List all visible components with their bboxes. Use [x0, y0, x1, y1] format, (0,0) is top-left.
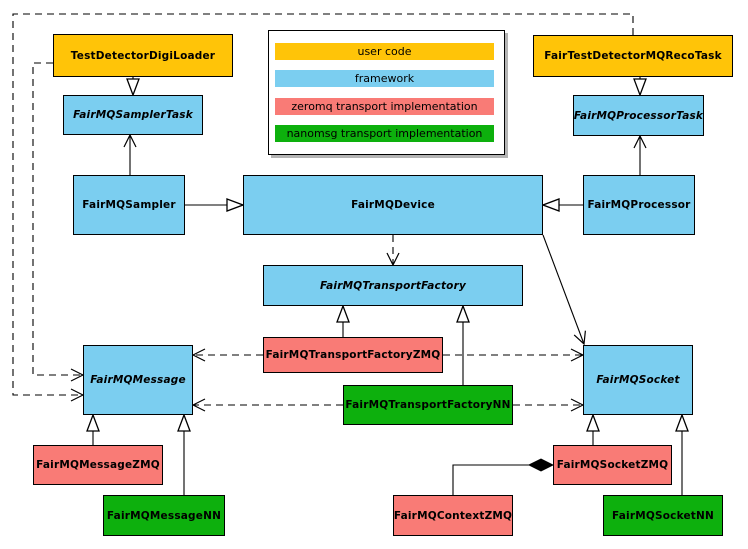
node-label: FairMQTransportFactory — [319, 279, 467, 292]
legend-item-label: nanomsg transport implementation — [286, 126, 483, 140]
legend-item-framework: framework — [275, 70, 494, 88]
node-label: FairMQSampler — [82, 199, 176, 211]
node-fairmq-socket-zmq: FairMQSocketZMQ — [553, 445, 672, 485]
node-fairmq-sampler: FairMQSampler — [73, 175, 185, 235]
node-fairmq-transport-factory-nn: FairMQTransportFactoryNN — [343, 385, 513, 425]
node-fairmq-processor-task: FairMQProcessorTask — [573, 95, 704, 136]
node-label: FairMQSocketZMQ — [556, 459, 669, 471]
node-label: FairMQMessageNN — [106, 509, 222, 522]
node-label: FairMQDevice — [351, 199, 435, 211]
node-label: FairMQProcessor — [587, 199, 691, 211]
node-label: FairMQSamplerTask — [73, 109, 193, 121]
node-fair-test-detector-mq-reco-task: FairTestDetectorMQRecoTask — [533, 35, 733, 77]
node-fairmq-message: FairMQMessage — [83, 345, 193, 415]
node-label: FairMQTransportFactoryNN — [345, 399, 511, 411]
node-label: FairMQProcessorTask — [573, 109, 704, 122]
legend-item-label: zeromq transport implementation — [291, 99, 478, 113]
node-label: FairMQContextZMQ — [393, 509, 513, 522]
node-label: FairMQMessageZMQ — [36, 459, 160, 471]
legend-item-label: framework — [354, 72, 415, 86]
node-label: FairMQSocket — [596, 374, 680, 386]
legend-item-user: user code — [275, 43, 494, 61]
node-fairmq-transport-factory-zmq: FairMQTransportFactoryZMQ — [263, 337, 443, 373]
node-fairmq-sampler-task: FairMQSamplerTask — [63, 95, 203, 135]
node-fairmq-message-zmq: FairMQMessageZMQ — [33, 445, 163, 485]
node-label: FairMQTransportFactoryZMQ — [265, 349, 441, 361]
node-fairmq-socket: FairMQSocket — [583, 345, 693, 415]
legend-item-label: user code — [357, 45, 412, 59]
legend-item-zeromq: zeromq transport implementation — [275, 97, 494, 115]
node-fairmq-transport-factory: FairMQTransportFactory — [263, 265, 523, 306]
node-fairmq-device: FairMQDevice — [243, 175, 543, 235]
edge-composition-FairMQContextZMQ-to-FairMQSocketZMQ — [452, 465, 553, 495]
node-label: TestDetectorDigiLoader — [70, 49, 216, 62]
node-fairmq-socket-nn: FairMQSocketNN — [603, 495, 723, 536]
node-fairmq-message-nn: FairMQMessageNN — [103, 495, 225, 536]
node-fairmq-processor: FairMQProcessor — [583, 175, 695, 235]
node-label: FairMQSocketNN — [611, 509, 714, 522]
legend: user code framework zeromq transport imple… — [268, 30, 505, 155]
edge-dependency-FairTestDetectorMQRecoTask-to-FairMQMessage — [12, 13, 634, 395]
node-label: FairTestDetectorMQRecoTask — [544, 50, 722, 62]
node-label: FairMQMessage — [90, 374, 186, 386]
node-test-detector-digi-loader: TestDetectorDigiLoader — [53, 34, 233, 77]
edge-association-FairMQDevice-to-FairMQSocket — [542, 234, 584, 344]
node-fairmq-context-zmq: FairMQContextZMQ — [393, 495, 513, 536]
legend-item-nanomsg: nanomsg transport implementation — [275, 124, 494, 142]
